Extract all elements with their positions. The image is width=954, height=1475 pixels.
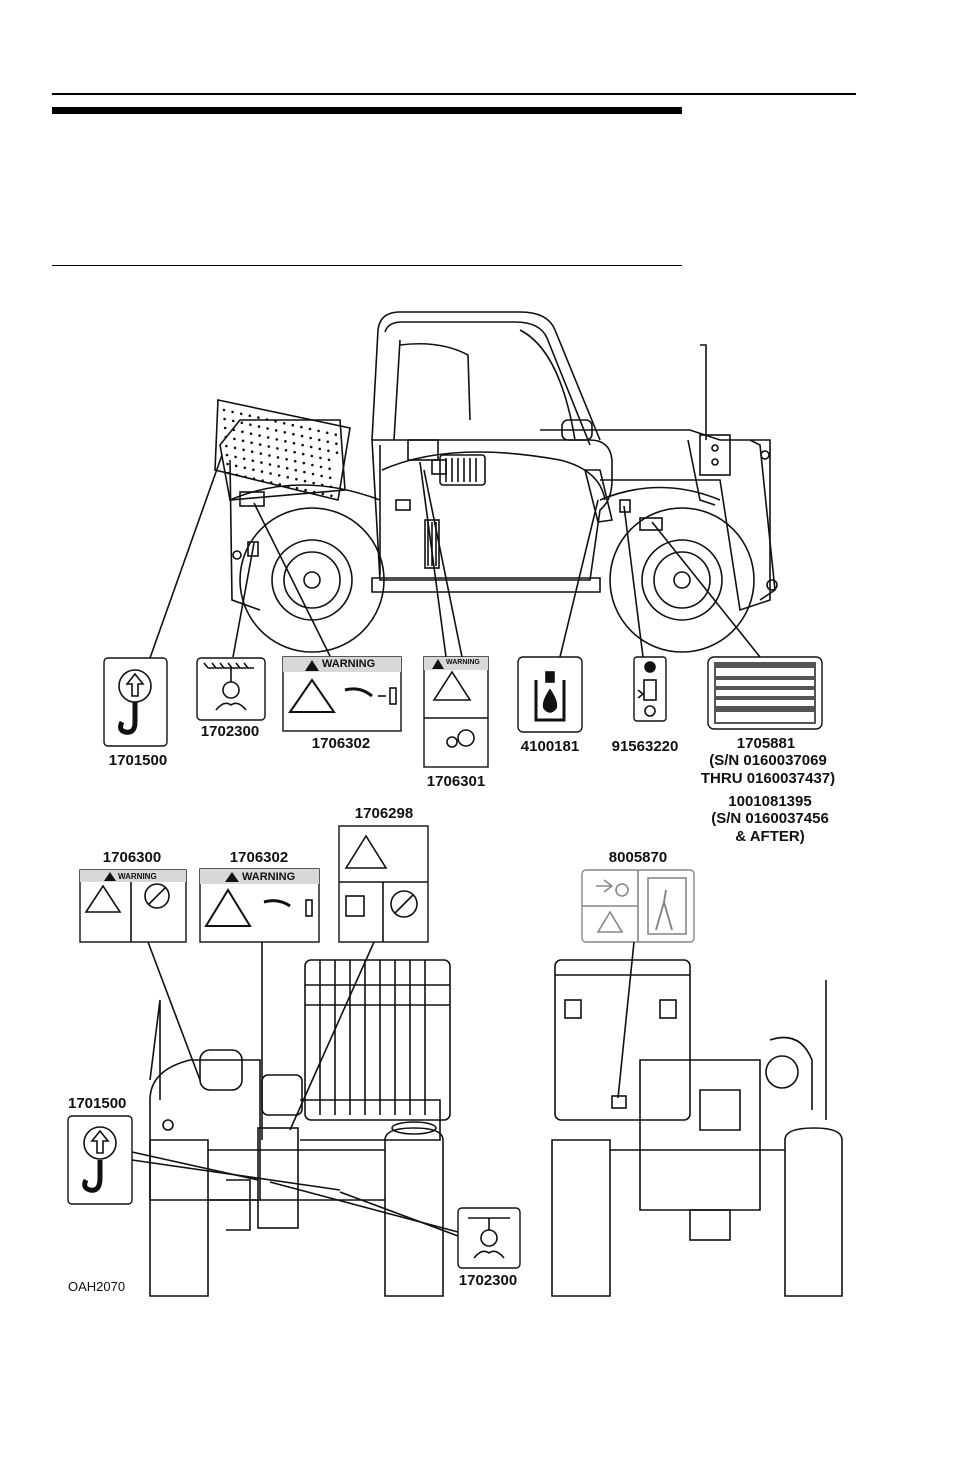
grille-perforations [222, 408, 339, 498]
label-1702300-front: 1702300 [458, 1272, 518, 1289]
decal-1701500-front [67, 1115, 133, 1205]
decal-91563220 [633, 656, 667, 722]
label-1701500-side: 1701500 [108, 752, 168, 769]
label-1706302-side: 1706302 [311, 735, 371, 752]
label-1001081395-serial: (S/N 0160037456 & AFTER) [711, 810, 829, 845]
figure-id: OAH2070 [68, 1279, 126, 1294]
warning-header-1706300: WARNING [118, 872, 157, 881]
label-1001081395: 1001081395 [728, 793, 812, 810]
decal-4100181 [517, 656, 583, 733]
label-1706298: 1706298 [354, 805, 414, 822]
label-1706302-front: 1706302 [229, 849, 289, 866]
label-4100181: 4100181 [520, 738, 580, 755]
front-view-machine [149, 959, 451, 1297]
decal-1706301-side [423, 656, 489, 768]
decal-1706300 [79, 869, 187, 943]
warning-header-1706302-side: WARNING [322, 658, 376, 670]
decal-1702300-front [457, 1207, 521, 1269]
title-bar-rule [52, 107, 682, 114]
decal-1702300-side [196, 657, 266, 721]
rear-leader-line [617, 941, 635, 1099]
decal-1705881-plate [707, 656, 823, 730]
decal-1706302-front [199, 868, 320, 943]
rear-view-machine [551, 959, 843, 1297]
label-1706300: 1706300 [102, 849, 162, 866]
side-view-machine [214, 311, 778, 653]
decal-8005870 [581, 869, 695, 943]
top-rule [52, 93, 856, 95]
decal-1701500-side [103, 657, 168, 747]
label-1706301-side: 1706301 [426, 773, 486, 790]
section-rule [52, 265, 682, 266]
label-1702300-side: 1702300 [200, 723, 260, 740]
label-8005870: 8005870 [608, 849, 668, 866]
warning-header-1706301-side: WARNING [446, 659, 480, 666]
warning-header-1706302-front: WARNING [242, 871, 296, 883]
label-91563220: 91563220 [611, 738, 679, 755]
label-1705881: 1705881 [736, 735, 796, 752]
label-1701500-front: 1701500 [68, 1095, 127, 1112]
decal-1706298 [338, 825, 429, 943]
decal-1706302-side [282, 656, 402, 732]
front-leader-lines [131, 941, 459, 1237]
label-1705881-serial: (S/N 0160037069 THRU 0160037437) [700, 752, 836, 787]
side-leader-lines [149, 454, 761, 659]
